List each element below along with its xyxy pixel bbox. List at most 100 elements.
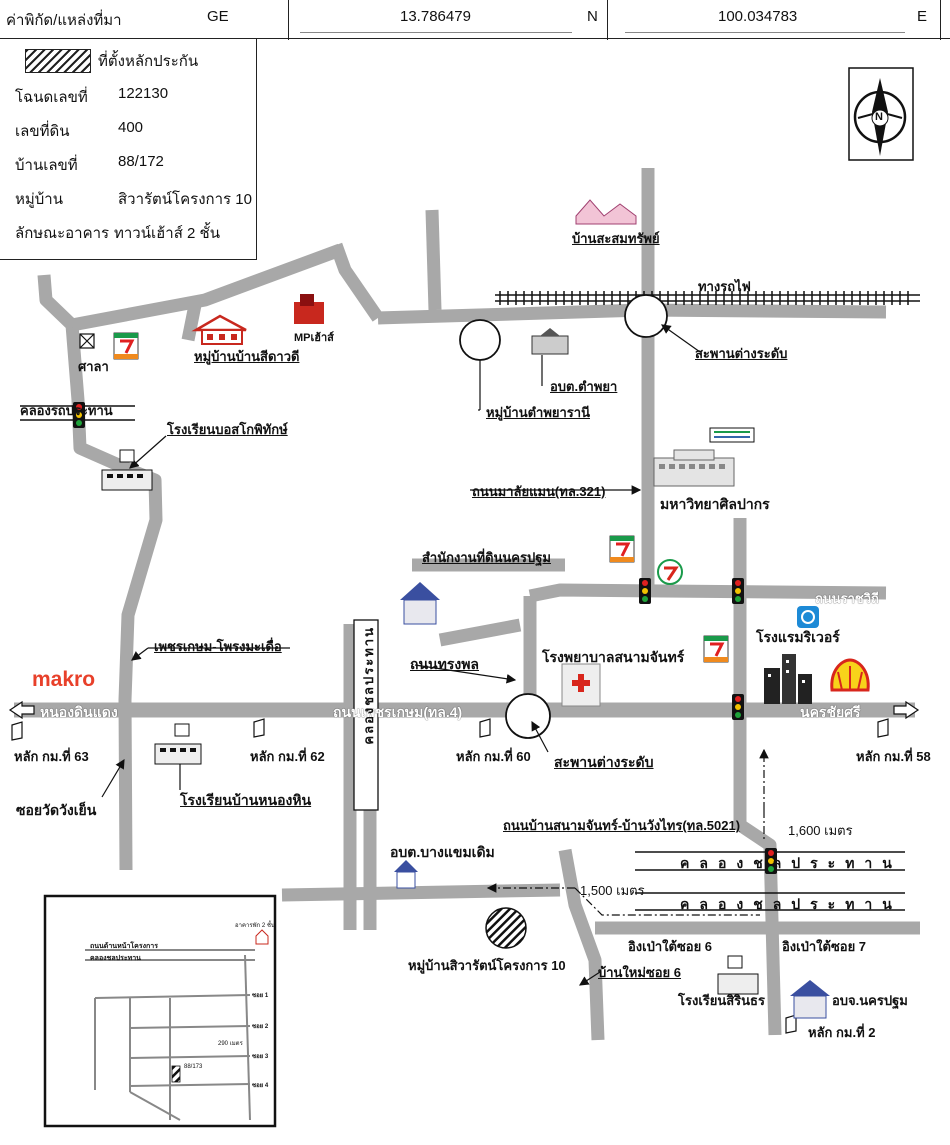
distance-1600-label: 1,600 เมตร (788, 823, 853, 838)
north-compass-icon (848, 67, 914, 161)
canal-vertical-box (353, 619, 379, 811)
nong-din-daeng-label: หนองดินแดง (40, 704, 118, 720)
inset-house-no-label: 88/173 (184, 1064, 203, 1070)
land-office-label: สำนักงานที่ดินนครปฐม (422, 550, 551, 565)
land-no-value: 400 (118, 119, 144, 136)
traffic-light-icon (732, 578, 744, 604)
deed-label: โฉนดเลขที่ (15, 89, 88, 106)
school-nonghin-label: โรงเรียนบ้านหนองหิน (180, 792, 312, 808)
land-no-label: เลขที่ดิน (15, 123, 70, 140)
house-no-value: 88/172 (118, 153, 164, 170)
legend-text: ที่ตั้งหลักประกัน (98, 53, 199, 70)
inset-road-label: ถนนด้านหน้าโครงการ (90, 943, 158, 950)
phetkasem-road-label: ถนนเพชรเกษม(ทล.4) (333, 704, 463, 720)
abt-bangraem-icon (394, 860, 418, 889)
makro-logo: makro (32, 668, 96, 691)
hotel-icon (764, 654, 812, 704)
arrow-left-icon (8, 700, 35, 720)
inset-map (43, 894, 277, 1128)
school-nonghin-icon (154, 723, 202, 765)
mp-house-label: MPเฮ้าส์ (294, 332, 334, 344)
property-info-box: ที่ตั้งหลักประกัน โฉนดเลขที่ 122130 เลขท… (0, 39, 257, 260)
rajawit-road-label: ถนนราชวิถี (815, 591, 879, 606)
seven-eleven-icon (703, 635, 729, 663)
collateral-legend-swatch (25, 49, 91, 73)
canal-vertical-label: คลองชลประทาน (361, 626, 376, 745)
village-label: หมู่บ้าน (15, 191, 63, 208)
house-icons (191, 199, 830, 1019)
km-markers (11, 718, 889, 1034)
compass-north-letter: N (875, 111, 883, 123)
village-seedaodee-label: หมู่บ้านบ้านสีดาวดี (194, 349, 300, 364)
gas-station-logo-icon (657, 559, 683, 585)
inset-soi4-label: ซอย 4 (252, 1083, 269, 1089)
village-tamphaya-label: หมู่บ้านตำพยารานี (486, 405, 590, 420)
road-5021-label: ถนนบ้านสนามจันทร์-บ้านวังไทร(ทล.5021) (503, 818, 741, 833)
school-bosco-label: โรงเรียนบอสโกพิทักษ์ (167, 422, 288, 437)
inset-soi3-label: ซอย 3 (252, 1054, 269, 1060)
canal-right-label-2: คลองชลประทาน (680, 896, 902, 912)
km2-label: หลัก กม.ที่ 2 (808, 1025, 876, 1040)
home-house-label: บ้านสะสมทรัพย์ (572, 231, 660, 246)
coord-source: GE (207, 8, 229, 25)
nakhon-chai-si-label: นครชัยศรี (800, 704, 861, 720)
mp-house-icon (294, 294, 324, 324)
seven-eleven-icon (609, 535, 635, 563)
abt-bangraem-label: อบต.บางแขมเดิม (390, 844, 495, 860)
distance-1500-label: 1,500 เมตร (580, 883, 645, 898)
inset-house-label: อาคารพัก 2 ชั้น (235, 923, 276, 929)
university-icon (653, 427, 755, 487)
building-icons (101, 427, 812, 995)
abj-nakhonpathom-label: อบจ.นครปฐม (832, 993, 908, 1008)
coordinate-header: ค่าพิกัด/แหล่งที่มา GE 13.786479 N 100.0… (0, 0, 950, 40)
sala-label: ศาลา (78, 359, 109, 374)
ingpao-soi7-label: อิงเป่าใต้ซอย 7 (782, 939, 867, 954)
deed-value: 122130 (118, 85, 169, 102)
songphon-road-label: ถนนทรงพล (410, 656, 480, 672)
inset-canal-label: คลองชลประทาน (90, 955, 141, 962)
sala-icon (79, 333, 95, 349)
school-siwinthon-icon (717, 955, 759, 995)
traffic-light-icon (765, 848, 777, 874)
inset-distance-label: 290 เมตร (218, 1041, 243, 1047)
overpass-circle-top (624, 294, 668, 338)
km60-label: หลัก กม.ที่ 60 (456, 749, 531, 764)
house-no-label: บ้านเลขที่ (15, 157, 78, 174)
soi-wangyen-label: ซอยวัดวังเย็น (16, 802, 97, 818)
traffic-lights (73, 402, 777, 874)
latitude-value: 13.786479 (400, 8, 471, 25)
land-office-icon (400, 582, 440, 625)
collateral-location-marker (485, 907, 527, 949)
traffic-light-icon (732, 694, 744, 720)
building-type-label: ลักษณะอาคาร (15, 225, 110, 242)
railway-label: ทางรถไฟ (698, 279, 751, 294)
traffic-light-icon (639, 578, 651, 604)
canal-right-label-1: คลองชลประทาน (680, 855, 902, 871)
seven-eleven-icon (113, 332, 139, 360)
km62-label: หลัก กม.ที่ 62 (250, 749, 325, 764)
inset-soi2-label: ซอย 2 (252, 1024, 269, 1030)
ingpao-soi6-label: อิงเป่าใต้ซอย 6 (628, 939, 713, 954)
inset-soi1-label: ซอย 1 (252, 993, 269, 999)
seven-eleven-icons (113, 332, 729, 663)
abt-tamphaya-icon (531, 328, 569, 355)
overpass-top-label: สะพานต่างระดับ (695, 346, 788, 361)
km63-label: หลัก กม.ที่ 63 (14, 749, 89, 764)
longitude-value: 100.034783 (718, 8, 798, 25)
hospital-icon (561, 663, 601, 707)
hospital-label: โรงพยาบาลสนามจันทร์ (542, 649, 685, 665)
hotel-label: โรงแรมริเวอร์ (756, 629, 840, 645)
phetkasem-phongma-label: เพชรเกษม-โพรงมะเดื่อ (154, 639, 282, 654)
shell-logo-icon (830, 658, 870, 692)
university-label: มหาวิทยาศิลปากร (660, 496, 770, 512)
longitude-dir: E (917, 8, 928, 25)
school-bosco-icon (101, 449, 153, 491)
home-house-icon (575, 199, 637, 225)
abj-nakhonpathom-icon (790, 980, 830, 1019)
road-321-label: ถนนมาลัยแมน(ทล.321) (472, 484, 606, 499)
route-lines (486, 748, 769, 916)
school-siwinthon-label: โรงเรียนสิรินธร (678, 993, 765, 1008)
km58-label: หลัก กม.ที่ 58 (856, 749, 931, 764)
coord-label: ค่าพิกัด/แหล่งที่มา (6, 12, 122, 29)
